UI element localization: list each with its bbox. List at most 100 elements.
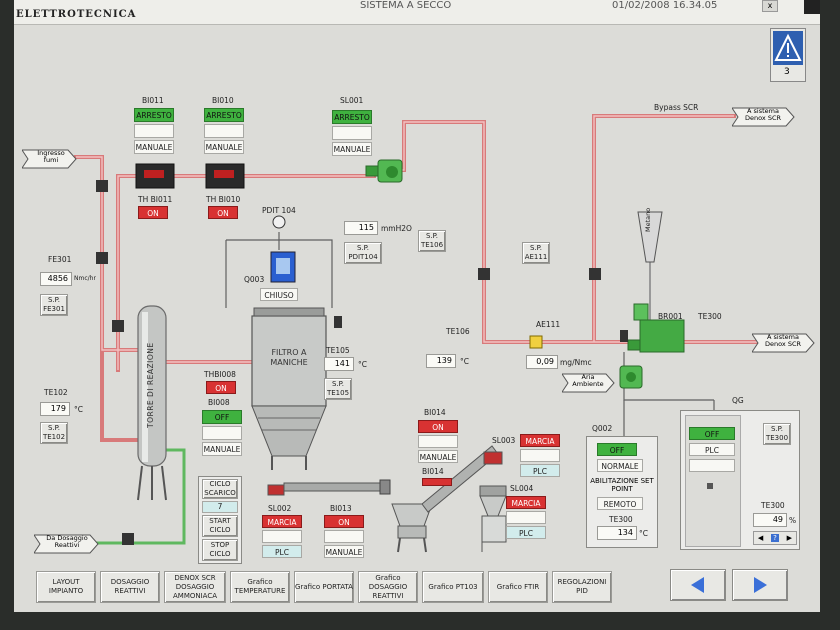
fan-aria [619, 365, 643, 389]
cycle-scarico-button[interactable]: CICLO SCARICO [202, 479, 238, 499]
nav-prev-button[interactable] [670, 569, 726, 601]
nav-grafico-dosaggio[interactable]: Grafico DOSAGGIO REATTIVI [358, 571, 418, 603]
sl002-blank [262, 530, 302, 543]
flue-pipes [74, 114, 806, 442]
sl002-state[interactable]: MARCIA [262, 515, 302, 528]
fan-br001 [627, 303, 685, 353]
metano-funnel [637, 211, 663, 263]
qg-setpoint-button[interactable]: S.P. TE300 [763, 423, 791, 445]
qg-panel: OFF PLC S.P. TE300 TE300 49 % ◀ ? ▶ [680, 410, 800, 550]
nav-dosaggio-reattivi[interactable]: DOSAGGIO REATTIVI [100, 571, 160, 603]
close-button[interactable]: x [762, 0, 778, 12]
bi010-mode[interactable]: MANUALE [204, 140, 244, 154]
bi011-blank [134, 124, 174, 138]
process-diagram [74, 114, 806, 553]
alarm-indicator[interactable]: 3 [770, 28, 806, 82]
alarm-count: 3 [784, 67, 790, 77]
nav-grafico-portata[interactable]: Grafico PORTATA [294, 571, 354, 603]
pdit104-setpoint-button[interactable]: S.P. PDIT104 [344, 242, 382, 264]
bi013-mode[interactable]: MANUALE [324, 545, 364, 558]
q002-te-value: 134 [597, 526, 637, 540]
window-title: SISTEMA A SECCO [360, 0, 452, 11]
sl003-blank [520, 449, 560, 462]
cycle-stop-button[interactable]: STOP CICLO [202, 539, 238, 561]
bi008-mode[interactable]: MANUALE [202, 442, 242, 456]
q003-state[interactable]: CHIUSO [260, 288, 298, 301]
nav-grafico-temperature[interactable]: Grafico TEMPERATURE [230, 571, 290, 603]
q002-panel: OFF NORMALE ABILITAZIONE SET POINT REMOT… [586, 436, 658, 548]
warning-icon [773, 31, 803, 65]
te105-tag: TE105 [326, 346, 350, 355]
bi010-tag: BI010 [212, 96, 234, 105]
bi014-blank [418, 435, 458, 448]
nav-next-button[interactable] [732, 569, 788, 601]
fe301-setpoint-button[interactable]: S.P. FE301 [40, 294, 68, 316]
ae111-setpoint-button[interactable]: S.P. AE111 [522, 242, 550, 264]
pdit104-unit: mmH2O [381, 224, 412, 233]
bag-filter [251, 307, 327, 470]
q002-state[interactable]: OFF [597, 443, 637, 456]
window-frame-edge [804, 0, 820, 14]
sl003-state[interactable]: MARCIA [520, 434, 560, 447]
qg-te-tag: TE300 [761, 501, 785, 510]
te102-value: 179 [40, 402, 70, 416]
te102-setpoint-button[interactable]: S.P. TE102 [40, 422, 68, 444]
bi011-mode[interactable]: MANUALE [134, 140, 174, 154]
q002-mode[interactable]: NORMALE [597, 459, 643, 472]
reagent-inlet-arrow: Da Dosaggio Reattivi [34, 533, 99, 554]
q002-remote[interactable]: REMOTO [597, 497, 643, 510]
bi014-motor [422, 478, 452, 486]
bi011-tag: BI011 [142, 96, 164, 105]
nav-layout-impianto[interactable]: LAYOUT IMPIANTO [36, 571, 96, 603]
sl004-mode[interactable]: PLC [506, 526, 546, 539]
bi014-mode[interactable]: MANUALE [418, 450, 458, 463]
th-bi010-label: TH BI010 [206, 195, 241, 204]
bi011-state[interactable]: ARRESTO [134, 108, 174, 122]
sl004-state[interactable]: MARCIA [506, 496, 546, 509]
fe301-value: 4856 [40, 272, 72, 286]
help-icon[interactable]: ? [771, 534, 779, 542]
cycle-start-button[interactable]: START CICLO [202, 515, 238, 537]
bi013-state: ON [324, 515, 364, 528]
te106-tag: TE106 [446, 327, 470, 336]
title-bar: ELETTROTECNICA SISTEMA A SECCO 01/02/200… [14, 0, 820, 25]
nav-denox-scr[interactable]: DENOX SCR DOSAGGIO AMMONIACA [164, 571, 226, 603]
nav-grafico-pt103[interactable]: Grafico PT103 [422, 571, 484, 603]
chevron-right-icon[interactable]: ▶ [786, 534, 793, 542]
fan-sl001 [365, 159, 403, 183]
outlet-top-arrow: A sistema Denox SCR [732, 106, 795, 127]
nav-regolazioni-pid[interactable]: REGOLAZIONI PID [552, 571, 612, 603]
ash-silo [391, 445, 507, 553]
bi008-blank [202, 426, 242, 440]
bi010-state[interactable]: ARRESTO [204, 108, 244, 122]
te102-tag: TE102 [44, 388, 68, 397]
sl001-state[interactable]: ARRESTO [332, 110, 372, 124]
outlet-mid-arrow: A sistema Denox SCR [752, 332, 815, 353]
sl002-mode[interactable]: PLC [262, 545, 302, 558]
te106-unit: °C [460, 357, 469, 366]
fe301-tag: FE301 [48, 255, 72, 264]
qg-mode[interactable]: PLC [689, 443, 735, 456]
sl002-tag: SL002 [268, 504, 292, 513]
te105-unit: °C [358, 360, 367, 369]
bi008-state[interactable]: OFF [202, 410, 242, 424]
th-bi010-state: ON [208, 206, 238, 219]
inlet-arrow: Ingresso fumi [22, 148, 77, 169]
te105-setpoint-button[interactable]: S.P. TE105 [324, 378, 352, 400]
qg-tag: QG [732, 396, 744, 405]
cycle-counter: 7 [202, 501, 238, 513]
qg-spinner[interactable]: ◀ ? ▶ [753, 531, 797, 545]
sl001-mode[interactable]: MANUALE [332, 142, 372, 156]
qg-state[interactable]: OFF [689, 427, 735, 440]
qg-te-unit: % [789, 516, 797, 525]
cycle-panel: CICLO SCARICO 7 START CICLO STOP CICLO [198, 476, 242, 564]
bypass-label: Bypass SCR [654, 103, 699, 112]
te106-setpoint-button[interactable]: S.P. TE106 [418, 230, 446, 252]
sl004-blank [506, 511, 546, 524]
th-bi011-label: TH BI011 [138, 195, 173, 204]
chevron-left-icon[interactable]: ◀ [757, 534, 764, 542]
nav-bar: LAYOUT IMPIANTO DOSAGGIO REATTIVI DENOX … [14, 566, 820, 610]
nav-grafico-ftir[interactable]: Grafico FTIR [488, 571, 548, 603]
sl003-mode[interactable]: PLC [520, 464, 560, 477]
fe301-unit: Nmc/hr [74, 275, 96, 282]
